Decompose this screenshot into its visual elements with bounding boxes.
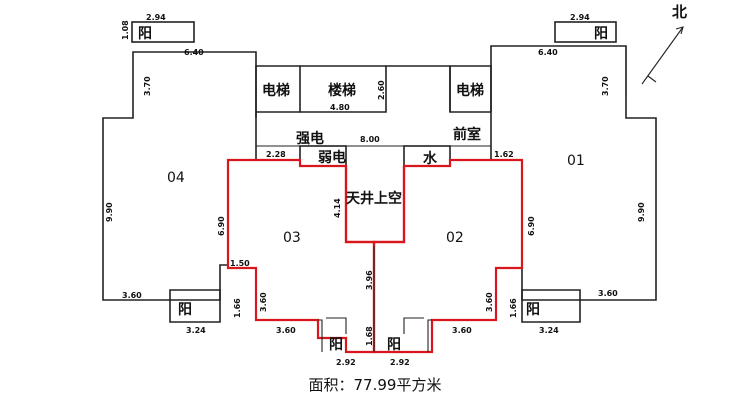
floor-plan: 北 04 03 02 01 电梯 楼梯 电梯 强电 弱电 前室 水 天井上空 阳… (102, 3, 687, 367)
balcony-lower-left-outline (169, 289, 221, 323)
light-well-label: 天井上空 (346, 190, 402, 207)
unit-01-corner-line (612, 45, 627, 96)
unit-label-04: 04 (167, 170, 185, 186)
dim-left-228: 2.28 (266, 150, 286, 159)
stairs-label: 楼梯 (328, 82, 356, 99)
dim-right-640: 6.40 (538, 48, 558, 57)
dim-right-324: 3.24 (539, 326, 559, 335)
dim-left-360-inner: 3.60 (276, 326, 296, 335)
dim-right-360-inner: 3.60 (452, 326, 472, 335)
dim-right-360-outer: 3.60 (598, 289, 618, 298)
dim-left-370: 3.70 (143, 76, 152, 96)
dim-left-324: 3.24 (186, 326, 206, 335)
light-well-outline (344, 166, 406, 244)
balcony-lower-right-outline (521, 289, 581, 323)
elevator-right-label: 电梯 (456, 82, 484, 99)
dim-right-162: 1.62 (494, 150, 514, 159)
balcony-bottom-center-left-outline (318, 317, 347, 352)
unit-label-03: 03 (283, 230, 301, 246)
dim-bottom-left-292: 2.92 (336, 358, 356, 367)
balcony-top-right-outline (554, 21, 617, 43)
balcony-bottom-center-right-label: 阳 (387, 337, 401, 353)
north-arrow-line (641, 26, 684, 85)
dim-left-108: 1.08 (121, 20, 130, 40)
north-arrow-tick (647, 75, 657, 83)
strong-power-label: 强电 (296, 130, 324, 147)
dim-right-166: 1.66 (509, 298, 518, 318)
balcony-lower-left-label: 阳 (178, 302, 192, 318)
dim-left-360-outer: 3.60 (122, 291, 142, 300)
weak-power-label: 弱电 (318, 149, 346, 166)
north-arrow-head (675, 26, 684, 35)
front-room-label: 前室 (453, 126, 481, 143)
unit-label-02: 02 (446, 230, 464, 246)
balcony-bottom-center-left-label: 阳 (329, 337, 343, 353)
north-label: 北 (672, 3, 687, 21)
unit-01-outline (490, 45, 657, 301)
dim-center-168: 1.68 (365, 326, 374, 346)
water-label: 水 (423, 150, 438, 167)
dim-left-640: 6.40 (184, 48, 204, 57)
dim-center-396: 3.96 (365, 270, 374, 290)
balcony-top-left-label: 阳 (138, 26, 152, 42)
core-separators (256, 65, 492, 113)
unit-02-outline (372, 158, 524, 354)
dim-right-690: 6.90 (527, 216, 536, 236)
unit-03-outline (226, 158, 376, 354)
dim-stairs-480: 4.80 (330, 103, 350, 112)
dim-bottom-right-292: 2.92 (390, 358, 410, 367)
balcony-lower-right-label: 阳 (526, 302, 540, 318)
dim-right-990: 9.90 (637, 202, 646, 222)
dim-left-166: 1.66 (233, 298, 242, 318)
dim-top-left-294: 2.94 (146, 13, 166, 22)
dim-core-260: 2.60 (377, 80, 386, 100)
dim-corridor-800: 8.00 (360, 135, 380, 144)
dim-top-right-294: 2.94 (570, 13, 590, 22)
dim-lightwell-414: 4.14 (333, 198, 342, 218)
dim-right-370: 3.70 (601, 76, 610, 96)
dim-left-690: 6.90 (217, 216, 226, 236)
balcony-bottom-center-right-outline (403, 317, 432, 352)
dim-left-150: 1.50 (230, 259, 250, 268)
balcony-top-right-label: 阳 (594, 26, 608, 42)
dim-left-360-vertical: 3.60 (259, 292, 268, 312)
unit-04-outline (102, 51, 257, 301)
elevator-left-label: 电梯 (262, 82, 290, 99)
dim-right-360-vertical: 3.60 (485, 292, 494, 312)
unit-label-01: 01 (567, 153, 585, 169)
dim-left-990: 9.90 (105, 202, 114, 222)
balcony-top-left-outline (131, 21, 195, 43)
area-caption: 面积：77.99平方米 (308, 376, 442, 394)
